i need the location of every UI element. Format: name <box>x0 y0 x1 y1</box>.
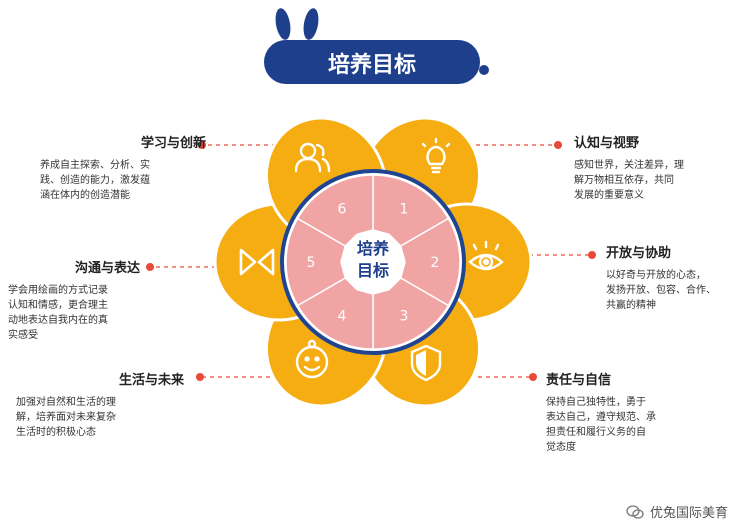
goal-label-cognition: 认知与视野 感知世界，关注差异，理 解万物相互依存，共同 发展的重要意义 <box>574 135 744 203</box>
header-title: 培养目标 <box>328 52 416 78</box>
goal-desc: 加强对自然和生活的理 解，培养面对未来复杂 生活时的积极心态 <box>16 397 116 438</box>
goal-desc: 以好奇与开放的心态， 发扬开放、包容、合作、 共赢的精神 <box>606 270 716 311</box>
sector-number: 6 <box>338 201 347 217</box>
goal-title: 认知与视野 <box>574 136 640 151</box>
goal-label-responsibility: 责任与自信 保持自己独特性，勇于 表达自己，遵守规范、承 担责任和履行义务的自 … <box>546 372 716 455</box>
eye-icon <box>468 240 504 271</box>
goal-label-communication: 沟通与表达 学会用绘画的方式记录 认知和情感，更合理主 动地表达自我内在的真 实… <box>4 260 140 343</box>
sector-number: 2 <box>431 255 440 271</box>
header-banner: 培养目标 <box>264 8 489 84</box>
watermark-text: 优兔国际美育 <box>649 506 728 521</box>
goal-desc: 保持自己独特性，勇于 表达自己，遵守规范、承 担责任和履行义务的自 觉态度 <box>546 397 656 453</box>
goal-title: 沟通与表达 <box>74 261 140 276</box>
goal-title: 开放与协助 <box>606 246 672 261</box>
goal-desc: 感知世界，关注差异，理 解万物相互依存，共同 发展的重要意义 <box>574 160 684 201</box>
goal-label-learning: 学习与创新 养成自主探索、分析、实 践、创造的能力，激发蕴 涵在体内的创造潜能 <box>36 135 206 203</box>
connector-dot <box>146 263 154 271</box>
star-sector <box>296 174 374 247</box>
shield-icon <box>410 344 442 382</box>
center-text-line2: 目标 <box>357 261 389 280</box>
sector-numbers: 1 2 3 4 5 6 <box>307 201 440 324</box>
goal-label-life-future: 生活与未来 加强对自然和生活的理 解，培养面对未来复杂 生活时的积极心态 <box>12 372 184 440</box>
play-skip-icon <box>239 248 275 276</box>
connector-dot <box>554 141 562 149</box>
banner-tail <box>479 65 489 75</box>
connector-dot <box>196 373 204 381</box>
banner-bg <box>264 40 480 84</box>
goal-title: 生活与未来 <box>118 373 184 388</box>
star-sectors <box>285 174 461 350</box>
watermark: 优兔国际美育 <box>626 502 728 521</box>
bunny-ear-right <box>303 8 319 40</box>
goal-title: 学习与创新 <box>140 136 206 151</box>
sector-number: 1 <box>400 201 409 217</box>
connector-dot <box>588 251 596 259</box>
wechat-icon <box>626 504 644 519</box>
sector-number: 4 <box>338 309 347 325</box>
sector-number: 3 <box>400 309 409 325</box>
goal-label-openness: 开放与协助 以好奇与开放的心态， 发扬开放、包容、合作、 共赢的精神 <box>606 245 750 313</box>
connector-dot <box>198 141 206 149</box>
goal-desc: 学会用绘画的方式记录 认知和情感，更合理主 动地表达自我内在的真 实感受 <box>8 285 108 341</box>
goal-desc: 养成自主探索、分析、实 践、创造的能力，激发蕴 涵在体内的创造潜能 <box>40 160 150 201</box>
connectors <box>146 141 596 381</box>
goal-title: 责任与自信 <box>546 373 612 388</box>
connector-dot <box>529 373 537 381</box>
lightbulb-icon <box>421 137 451 174</box>
smiley-face-icon <box>295 339 329 379</box>
sector-number: 5 <box>307 255 316 271</box>
center-text-line1: 培养 <box>357 239 390 258</box>
people-icon <box>294 142 331 173</box>
bunny-ear-left <box>275 8 291 40</box>
